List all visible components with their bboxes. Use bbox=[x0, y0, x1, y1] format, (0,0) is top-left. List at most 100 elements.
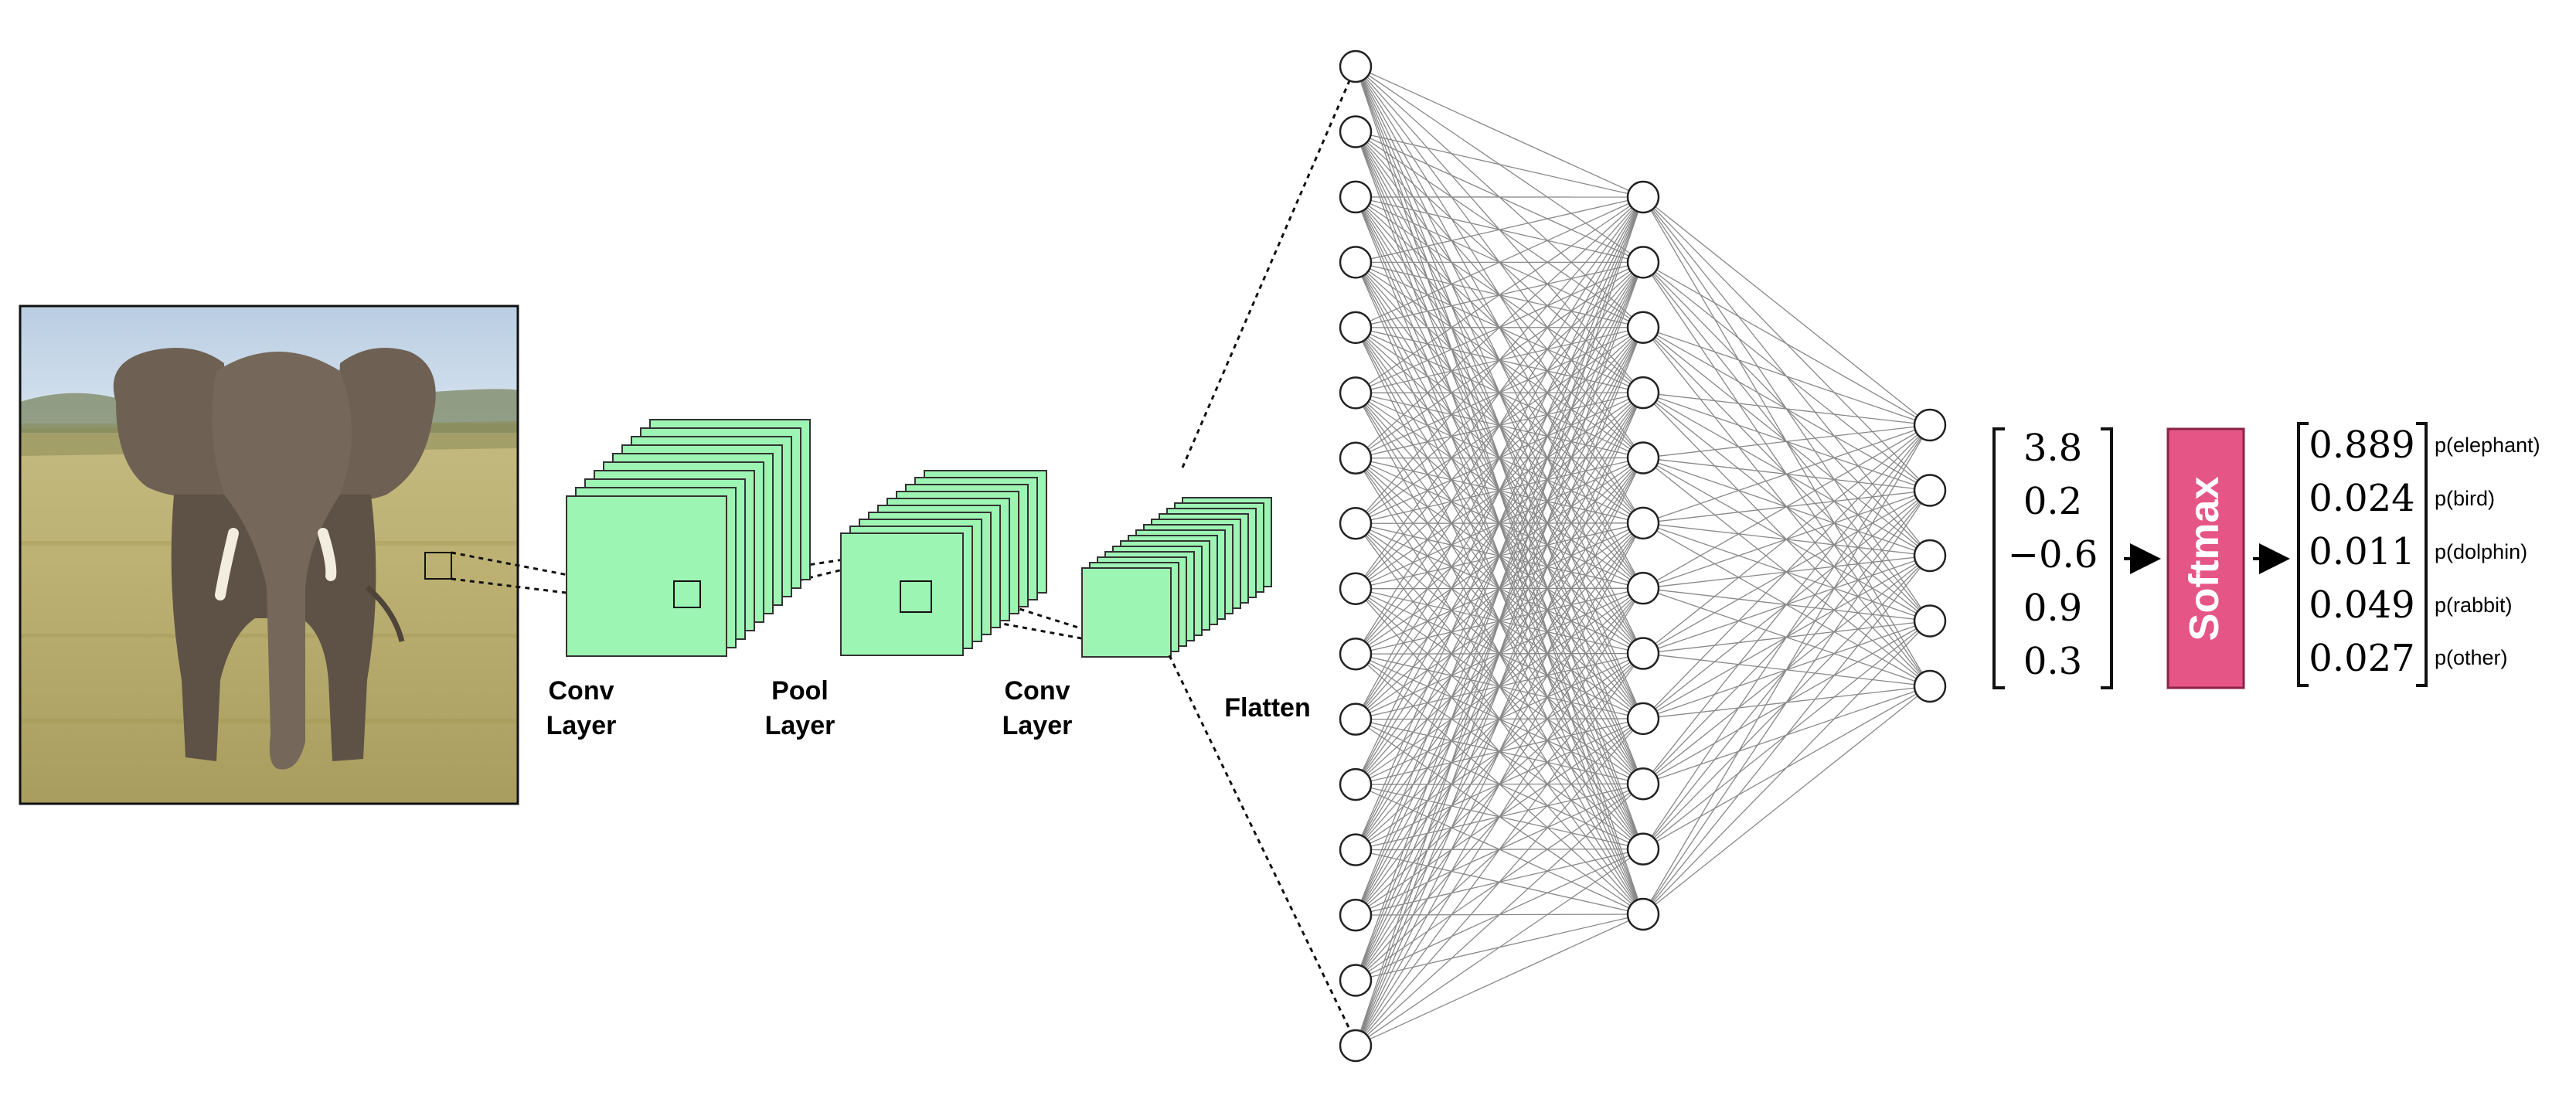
network-edge bbox=[1355, 849, 1644, 1046]
network-edge bbox=[1642, 424, 1931, 719]
network-edge bbox=[1355, 131, 1644, 198]
input-node bbox=[1339, 441, 1373, 475]
network-edge bbox=[1642, 685, 1931, 915]
conv1-label-line1: Conv bbox=[549, 676, 614, 706]
network-edge bbox=[1355, 196, 1644, 459]
input-node bbox=[1339, 180, 1373, 214]
network-edge bbox=[1355, 522, 1644, 1046]
network-edge bbox=[1355, 196, 1644, 916]
probability-value: 0.011 bbox=[2309, 530, 2414, 573]
output-node bbox=[1913, 604, 1947, 638]
network-edge bbox=[1642, 392, 1931, 426]
receptive-field-square-pool-map bbox=[900, 580, 932, 613]
logits-bracket-right bbox=[2101, 427, 2113, 689]
elephant-illustration bbox=[113, 348, 436, 770]
softmax-label: Softmax bbox=[2181, 476, 2227, 641]
input-node bbox=[1339, 702, 1373, 736]
input-node bbox=[1339, 898, 1373, 932]
input-node bbox=[1339, 311, 1373, 345]
input-node bbox=[1339, 246, 1373, 279]
input-node bbox=[1339, 507, 1373, 540]
flatten-label: Flatten bbox=[1224, 693, 1310, 723]
network-edge bbox=[1355, 653, 1644, 1046]
hidden-node bbox=[1626, 376, 1660, 410]
logit-value: 0.9 bbox=[2023, 587, 2082, 630]
hidden-node bbox=[1626, 702, 1660, 736]
input-node bbox=[1339, 572, 1373, 605]
network-edge bbox=[1355, 196, 1644, 785]
input-node bbox=[1339, 964, 1373, 997]
class-label: p(dolphin) bbox=[2435, 540, 2527, 563]
network-edge bbox=[1355, 458, 1644, 1046]
input-node bbox=[1339, 637, 1373, 671]
probability-vector: 0.889 0.024 0.011 0.049 0.027 p(elephant… bbox=[2297, 422, 2540, 687]
hidden-node bbox=[1626, 832, 1660, 866]
logits-bracket-left bbox=[1992, 427, 2005, 689]
network-edge bbox=[1355, 196, 1644, 264]
network-edge bbox=[1355, 196, 1644, 393]
prob-bracket-right bbox=[2416, 422, 2428, 687]
feature-maps-conv1 bbox=[566, 419, 811, 657]
input-image bbox=[19, 304, 519, 805]
input-node bbox=[1339, 1029, 1373, 1063]
network-edge bbox=[1642, 261, 1931, 426]
hidden-node bbox=[1626, 897, 1660, 931]
hidden-node bbox=[1626, 311, 1660, 344]
network-edge bbox=[1642, 196, 1931, 426]
hidden-node bbox=[1626, 571, 1660, 605]
conv2-label-line2: Layer bbox=[1002, 711, 1073, 740]
output-node bbox=[1913, 474, 1947, 507]
pool-label-line1: Pool bbox=[771, 676, 829, 706]
hidden-node bbox=[1626, 180, 1660, 214]
hidden-node bbox=[1626, 637, 1660, 670]
network-edge bbox=[1642, 424, 1931, 655]
network-edge bbox=[1642, 424, 1931, 459]
pool-label-line2: Layer bbox=[765, 711, 835, 740]
network-edge bbox=[1355, 196, 1644, 981]
network-edge bbox=[1355, 66, 1644, 198]
feature-maps-conv2 bbox=[1081, 497, 1272, 658]
class-label: p(elephant) bbox=[2435, 434, 2540, 457]
class-label: p(other) bbox=[2435, 646, 2508, 669]
network-nodes bbox=[1339, 49, 1947, 1063]
conv2-label-line1: Conv bbox=[1005, 676, 1070, 706]
network-edge bbox=[1642, 424, 1931, 589]
network-edge bbox=[1355, 327, 1644, 1046]
network-edge bbox=[1642, 621, 1931, 915]
network-edge bbox=[1642, 424, 1931, 915]
input-node bbox=[1339, 49, 1373, 83]
network-edge bbox=[1355, 196, 1644, 1046]
conv1-label-line2: Layer bbox=[546, 711, 617, 740]
logits-vector: 3.8 0.2 −0.6 0.9 0.3 bbox=[1992, 427, 2113, 689]
feature-map bbox=[1081, 567, 1172, 658]
network-edge bbox=[1355, 783, 1644, 1046]
receptive-field-square-conv1-map bbox=[673, 580, 701, 608]
output-node bbox=[1913, 539, 1947, 573]
probability-value: 0.049 bbox=[2309, 583, 2414, 627]
logit-value: 0.2 bbox=[2023, 480, 2082, 523]
output-node bbox=[1913, 408, 1947, 442]
network-edge bbox=[1642, 490, 1931, 915]
network-edge bbox=[1642, 327, 1931, 426]
network-edge bbox=[1355, 392, 1644, 1046]
network-edge bbox=[1355, 196, 1644, 655]
feature-maps-pool bbox=[840, 470, 1047, 656]
network-edge bbox=[1642, 555, 1931, 915]
flatten-line-top bbox=[1181, 66, 1357, 468]
hidden-node bbox=[1626, 767, 1660, 801]
logit-value: 0.3 bbox=[2023, 640, 2082, 683]
class-label: p(bird) bbox=[2435, 487, 2495, 510]
hidden-node bbox=[1626, 441, 1660, 475]
probability-value: 0.024 bbox=[2309, 477, 2414, 520]
network-edge bbox=[1355, 262, 1644, 1046]
network-edge bbox=[1355, 196, 1644, 719]
softmax-box: Softmax bbox=[2166, 427, 2245, 689]
network-edge bbox=[1642, 424, 1931, 524]
probability-value: 0.027 bbox=[2309, 637, 2414, 680]
hidden-node bbox=[1626, 246, 1660, 279]
network-edge bbox=[1355, 587, 1644, 1046]
network-edge bbox=[1355, 913, 1644, 1046]
input-node bbox=[1339, 833, 1373, 866]
edges-input-hidden bbox=[1355, 66, 1644, 1046]
